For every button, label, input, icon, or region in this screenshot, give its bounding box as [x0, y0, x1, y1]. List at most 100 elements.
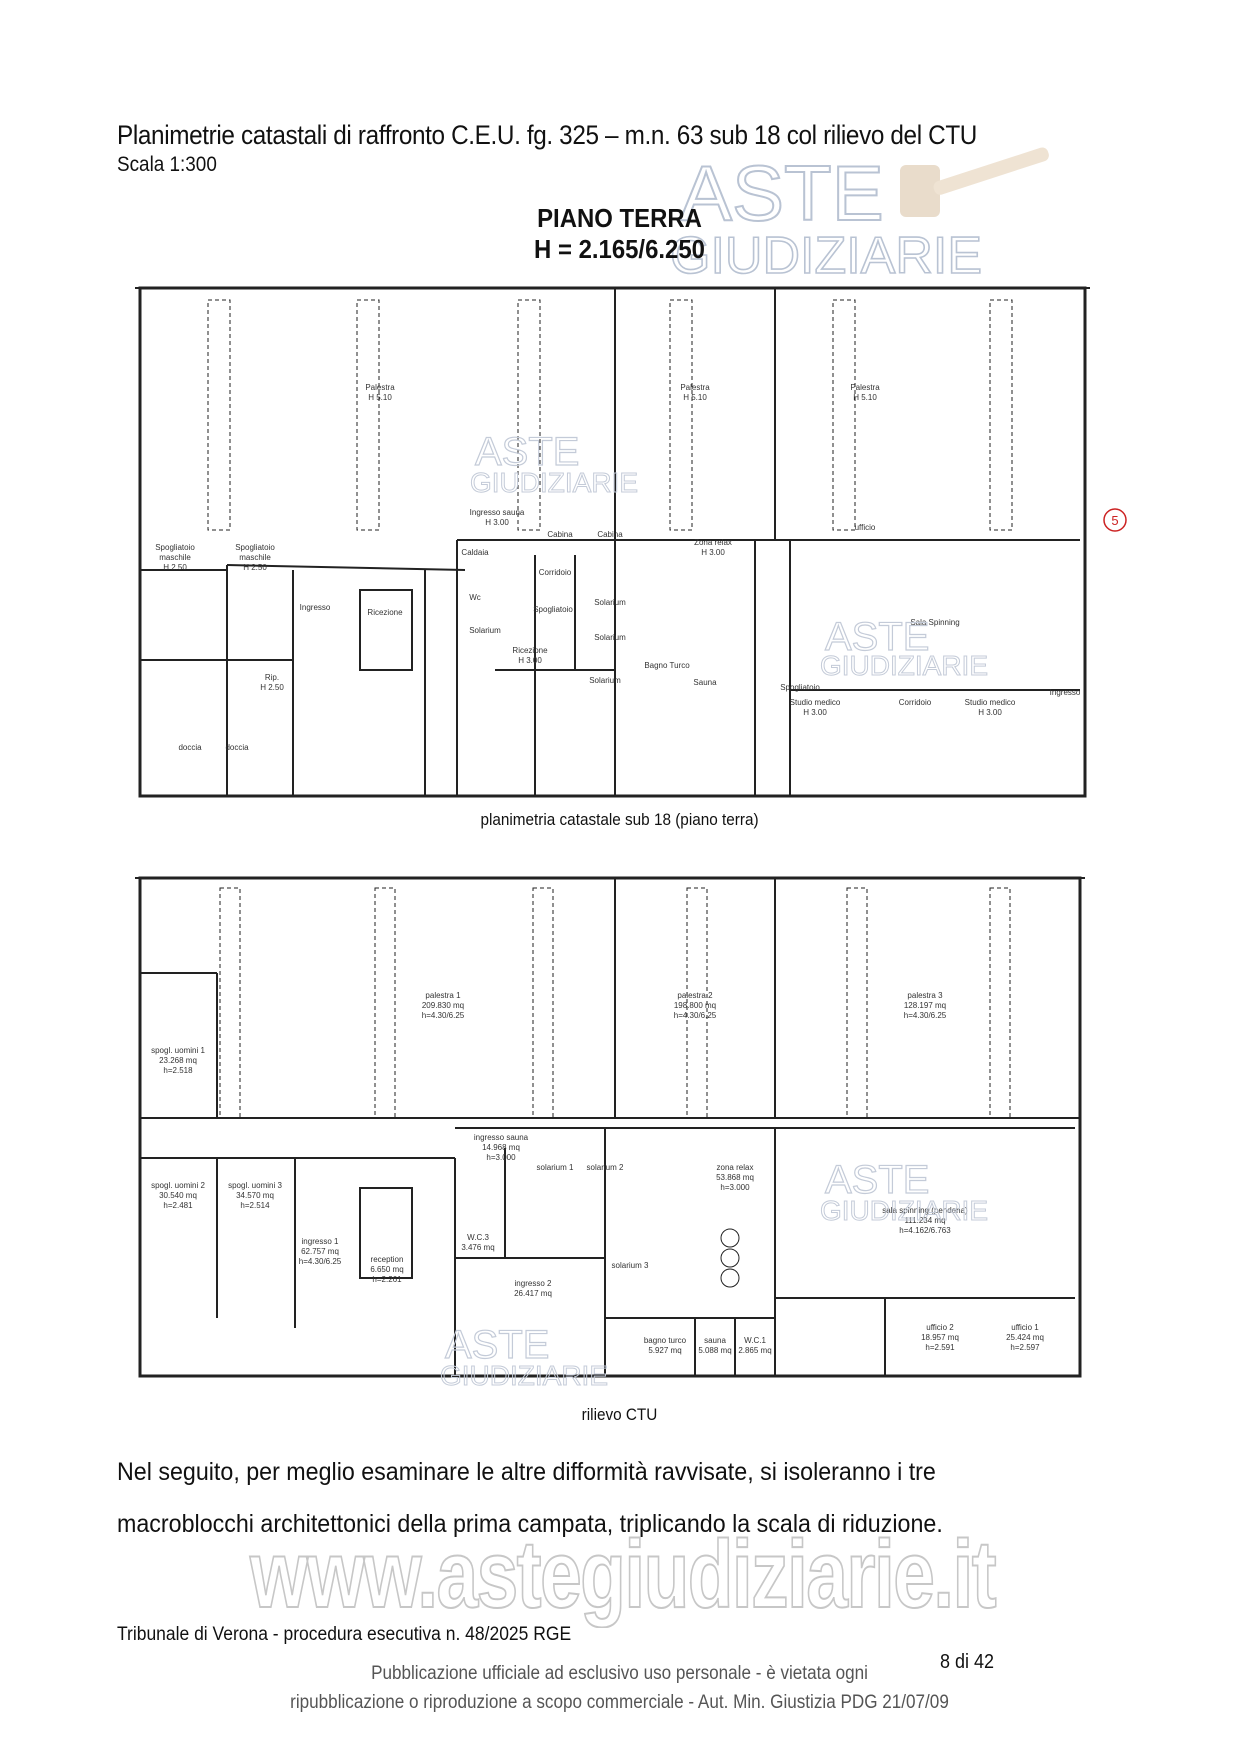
watermark-text: ASTE [825, 615, 929, 659]
room-label: H 5.10 [368, 393, 392, 402]
room-label: Ingresso sauna [470, 508, 525, 517]
room-label: 18.957 mq [921, 1333, 959, 1342]
room-label: h=4.30/6.25 [299, 1257, 342, 1266]
room-label: H 3.00 [485, 518, 509, 527]
room-label: h=4.162/6.763 [899, 1226, 951, 1235]
footer-court: Tribunale di Verona - procedura esecutiv… [117, 1624, 572, 1645]
room-label: doccia [225, 743, 249, 752]
floor-plan-rilievo: palestra 1 209.830 mq h=4.30/6.25 palest… [135, 876, 1085, 1392]
room-label: 23.268 mq [159, 1056, 197, 1065]
room-label: h=2.481 [163, 1201, 193, 1210]
watermark-text: ASTE [445, 1323, 549, 1367]
room-label: H 2.50 [243, 563, 267, 572]
room-label: solarium 2 [587, 1163, 624, 1172]
room-label: doccia [178, 743, 202, 752]
room-label: h=2.261 [372, 1275, 402, 1284]
page-number: 8 di 42 [940, 1651, 995, 1673]
room-label: Bagno Turco [644, 661, 690, 670]
watermark-text: ASTE [825, 1158, 929, 1202]
room-label: Cabina [547, 530, 573, 539]
room-label: 30.540 mq [159, 1191, 197, 1200]
room-label: Sauna [693, 678, 717, 687]
room-label: spogl. uomini 3 [228, 1181, 282, 1190]
watermark-text: GIUDIZIARIE [470, 467, 638, 498]
room-label: W.C.3 [467, 1233, 489, 1242]
room-label: Palestra [850, 383, 880, 392]
room-label: Spogliatoio [235, 543, 275, 552]
site-watermark: www.astegiudiziarie.it [249, 1520, 997, 1629]
room-label: Spogliatoio [155, 543, 195, 552]
room-label: H 2.50 [260, 683, 284, 692]
room-label: h=2.591 [925, 1343, 955, 1352]
room-label: 6.650 mq [370, 1265, 403, 1274]
room-label: H 3.00 [803, 708, 827, 717]
room-label: H 2.50 [163, 563, 187, 572]
room-label: ingresso sauna [474, 1133, 529, 1142]
scale-label: Scala 1:300 [117, 153, 217, 176]
floor-title: PIANO TERRA H = 2.165/6.250 [50, 203, 1190, 265]
room-label: 53.868 mq [716, 1173, 754, 1182]
room-label: 209.830 mq [422, 1001, 464, 1010]
room-label: Spogliatoio [780, 683, 820, 692]
watermark-text: GIUDIZIARIE [820, 1195, 988, 1226]
room-label: Zona relax [694, 538, 732, 547]
room-label: ufficio 2 [926, 1323, 954, 1332]
room-label: ingresso 1 [302, 1237, 339, 1246]
room-label: palestra 2 [677, 991, 713, 1000]
room-label: sauna [704, 1336, 726, 1345]
room-label: zona relax [717, 1163, 754, 1172]
room-label: ingresso 2 [515, 1279, 552, 1288]
room-label: H 3.00 [518, 656, 542, 665]
reference-marker-label: 5 [1111, 513, 1118, 528]
room-label: Ricezione [512, 646, 548, 655]
room-label: Corridoio [899, 698, 932, 707]
reference-marker [1103, 508, 1127, 532]
room-label: h=3.000 [720, 1183, 750, 1192]
room-label: 26.417 mq [514, 1289, 552, 1298]
room-label: 2.865 mq [738, 1346, 771, 1355]
room-label: h=2.514 [240, 1201, 270, 1210]
publication-notice-1: Pubblicazione ufficiale ad esclusivo uso… [371, 1663, 868, 1684]
room-label: Wc [469, 593, 481, 602]
plan-caption-catastale: planimetria catastale sub 18 (piano terr… [480, 810, 759, 829]
page-title: Planimetrie catastali di raffronto C.E.U… [117, 120, 978, 150]
floor-plan-catastale: Palestra H 5.10 Palestra H 5.10 Palestra… [135, 286, 1127, 798]
room-label: spogl. uomini 1 [151, 1046, 205, 1055]
room-label: 111.234 mq [904, 1216, 945, 1225]
room-label: Solarium [594, 633, 626, 642]
watermark-text: GIUDIZIARIE [440, 1360, 608, 1391]
room-label: spogl. uomini 2 [151, 1181, 205, 1190]
room-label: Ingresso [1050, 688, 1081, 697]
room-label: Rip. [265, 673, 279, 682]
room-label: Spogliatoio [533, 605, 573, 614]
room-label: Corridoio [539, 568, 572, 577]
room-label: Studio medico [790, 698, 841, 707]
room-label: h=4.30/6.25 [674, 1011, 717, 1020]
room-label: ufficio 1 [1011, 1323, 1039, 1332]
room-label: 25.424 mq [1006, 1333, 1044, 1342]
body-paragraph: Nel seguito, per meglio esaminare le alt… [117, 1458, 943, 1538]
room-label: palestra 3 [907, 991, 943, 1000]
room-label: 5.927 mq [648, 1346, 681, 1355]
room-label: 5.088 mq [698, 1346, 731, 1355]
gavel-icon [900, 147, 1049, 217]
room-label: palestra 1 [425, 991, 461, 1000]
room-label: 3.476 mq [461, 1243, 494, 1252]
room-label: H 3.00 [701, 548, 725, 557]
floor-height: H = 2.165/6.250 [534, 234, 705, 264]
room-label: Solarium [589, 676, 621, 685]
room-label: Cabina [597, 530, 623, 539]
room-label: h=3.000 [486, 1153, 516, 1162]
room-label: 14.968 mq [482, 1143, 520, 1152]
room-label: Palestra [365, 383, 395, 392]
room-label: Solarium [469, 626, 501, 635]
room-label: Sala Spinning [910, 618, 959, 627]
room-label: bagno turco [644, 1336, 687, 1345]
room-label: Solarium [594, 598, 626, 607]
room-label: 198.800 mq [674, 1001, 716, 1010]
room-label: Studio medico [965, 698, 1016, 707]
room-label: h=4.30/6.25 [422, 1011, 465, 1020]
logo-bottom-text: GIUDIZIARIE [670, 227, 982, 285]
plan-caption-rilievo: rilievo CTU [581, 1405, 658, 1424]
room-label: maschile [239, 553, 271, 562]
